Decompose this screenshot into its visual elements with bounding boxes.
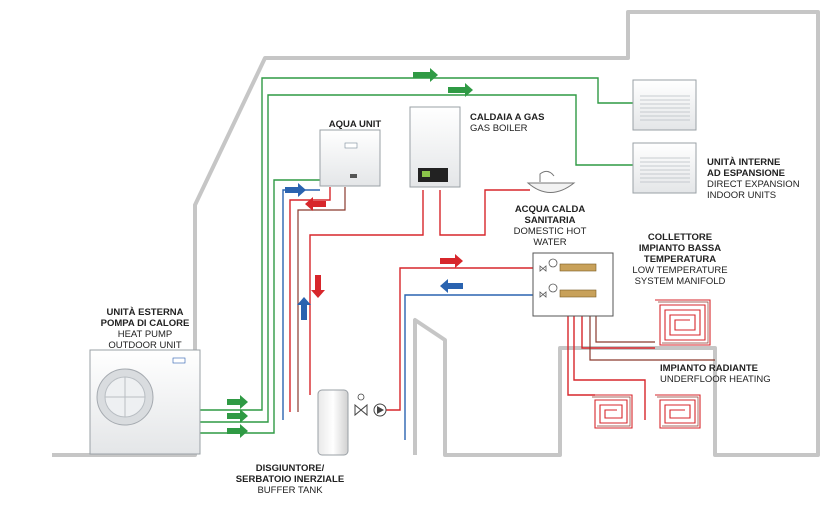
blue-arrows	[285, 183, 463, 320]
manifold-device	[532, 252, 614, 317]
arrow-left-icon	[440, 279, 463, 293]
outdoor-unit-label: UNITÀ ESTERNA POMPA DI CALORE HEAT PUMP …	[80, 307, 210, 351]
underfloor-coils	[590, 299, 711, 429]
sink-icon	[526, 170, 576, 193]
thermometer-icon	[548, 258, 558, 268]
gas-boiler-label: CALDAIA A GAS GAS BOILER	[470, 112, 544, 134]
hot-water-title-2: SANITARIA	[524, 215, 576, 226]
arrow-right-icon	[227, 409, 248, 423]
arrow-right-icon	[413, 68, 438, 82]
thermometer-icon	[357, 393, 365, 401]
outdoor-unit-title-1: UNITÀ ESTERNA	[106, 307, 184, 318]
gas-boiler-title: CALDAIA A GAS	[470, 112, 545, 123]
arrow-up-icon	[297, 297, 311, 320]
indoor-units-title-1: UNITÀ INTERNE	[707, 157, 781, 168]
valve-icon	[539, 291, 547, 298]
arrow-right-icon	[285, 183, 306, 197]
hot-water-label: ACQUA CALDA SANITARIA DOMESTIC HOT WATER	[505, 204, 595, 248]
indoor-units-subtitle-2: INDOOR UNITS	[707, 190, 777, 201]
manifold-title-1: COLLETTORE	[647, 232, 713, 243]
outdoor-unit-subtitle-2: OUTDOOR UNIT	[108, 340, 182, 351]
outdoor-unit-subtitle-1: HEAT PUMP	[117, 329, 173, 340]
buffer-tank-subtitle: BUFFER TANK	[257, 485, 323, 496]
manifold-subtitle-2: SYSTEM MANIFOLD	[634, 276, 726, 287]
buffer-tank-title-1: DISGIUNTORE/	[255, 463, 325, 474]
arrow-down-icon	[311, 275, 325, 298]
hot-water-subtitle-1: DOMESTIC HOT	[513, 226, 587, 237]
valve-icon	[354, 403, 368, 417]
indoor-units-label: UNITÀ INTERNE AD ESPANSIONE DIRECT EXPAN…	[707, 157, 800, 201]
arrow-right-icon	[227, 424, 248, 438]
cold-water-lines	[282, 189, 540, 440]
hot-water-subtitle-2: WATER	[533, 237, 567, 248]
valve-icon	[539, 265, 547, 272]
green-arrows	[227, 68, 473, 438]
buffer-tank-label: DISGIUNTORE/ SERBATOIO INERZIALE BUFFER …	[225, 463, 355, 496]
manifold-subtitle-1: LOW TEMPERATURE	[632, 265, 728, 276]
aqua-unit-title: AQUA UNIT	[328, 119, 382, 130]
hot-water-title-1: ACQUA CALDA	[514, 204, 586, 215]
manifold-title-3: TEMPERATURA	[643, 254, 717, 265]
pump-icon	[373, 403, 387, 417]
indoor-units-title-2: AD ESPANSIONE	[707, 168, 785, 179]
arrow-right-icon	[448, 83, 473, 97]
underfloor-title: IMPIANTO RADIANTE	[660, 363, 758, 374]
aqua-unit-label: AQUA UNIT	[325, 119, 385, 130]
buffer-tank-title-2: SERBATOIO INERZIALE	[235, 474, 345, 485]
arrow-right-icon	[227, 395, 248, 409]
underfloor-subtitle: UNDERFLOOR HEATING	[660, 374, 771, 385]
house-outline	[52, 10, 820, 457]
manifold-title-2: IMPIANTO BASSA	[638, 243, 722, 254]
buffer-tank-device	[317, 389, 349, 456]
indoor-unit-upper	[632, 79, 697, 131]
gas-boiler-device	[409, 106, 461, 188]
indoor-units-subtitle-1: DIRECT EXPANSION	[707, 179, 800, 190]
manifold-label: COLLETTORE IMPIANTO BASSA TEMPERATURA LO…	[625, 232, 735, 287]
arrow-left-icon	[305, 197, 326, 211]
underfloor-label: IMPIANTO RADIANTE UNDERFLOOR HEATING	[660, 363, 771, 385]
arrow-right-icon	[440, 254, 463, 268]
red-arrows	[305, 197, 463, 298]
aqua-unit-device	[319, 129, 381, 187]
outdoor-unit-title-2: POMPA DI CALORE	[100, 318, 190, 329]
indoor-unit-lower	[632, 142, 697, 194]
thermometer-icon	[548, 283, 558, 293]
outdoor-unit-device	[89, 349, 201, 455]
gas-boiler-subtitle: GAS BOILER	[470, 123, 528, 134]
